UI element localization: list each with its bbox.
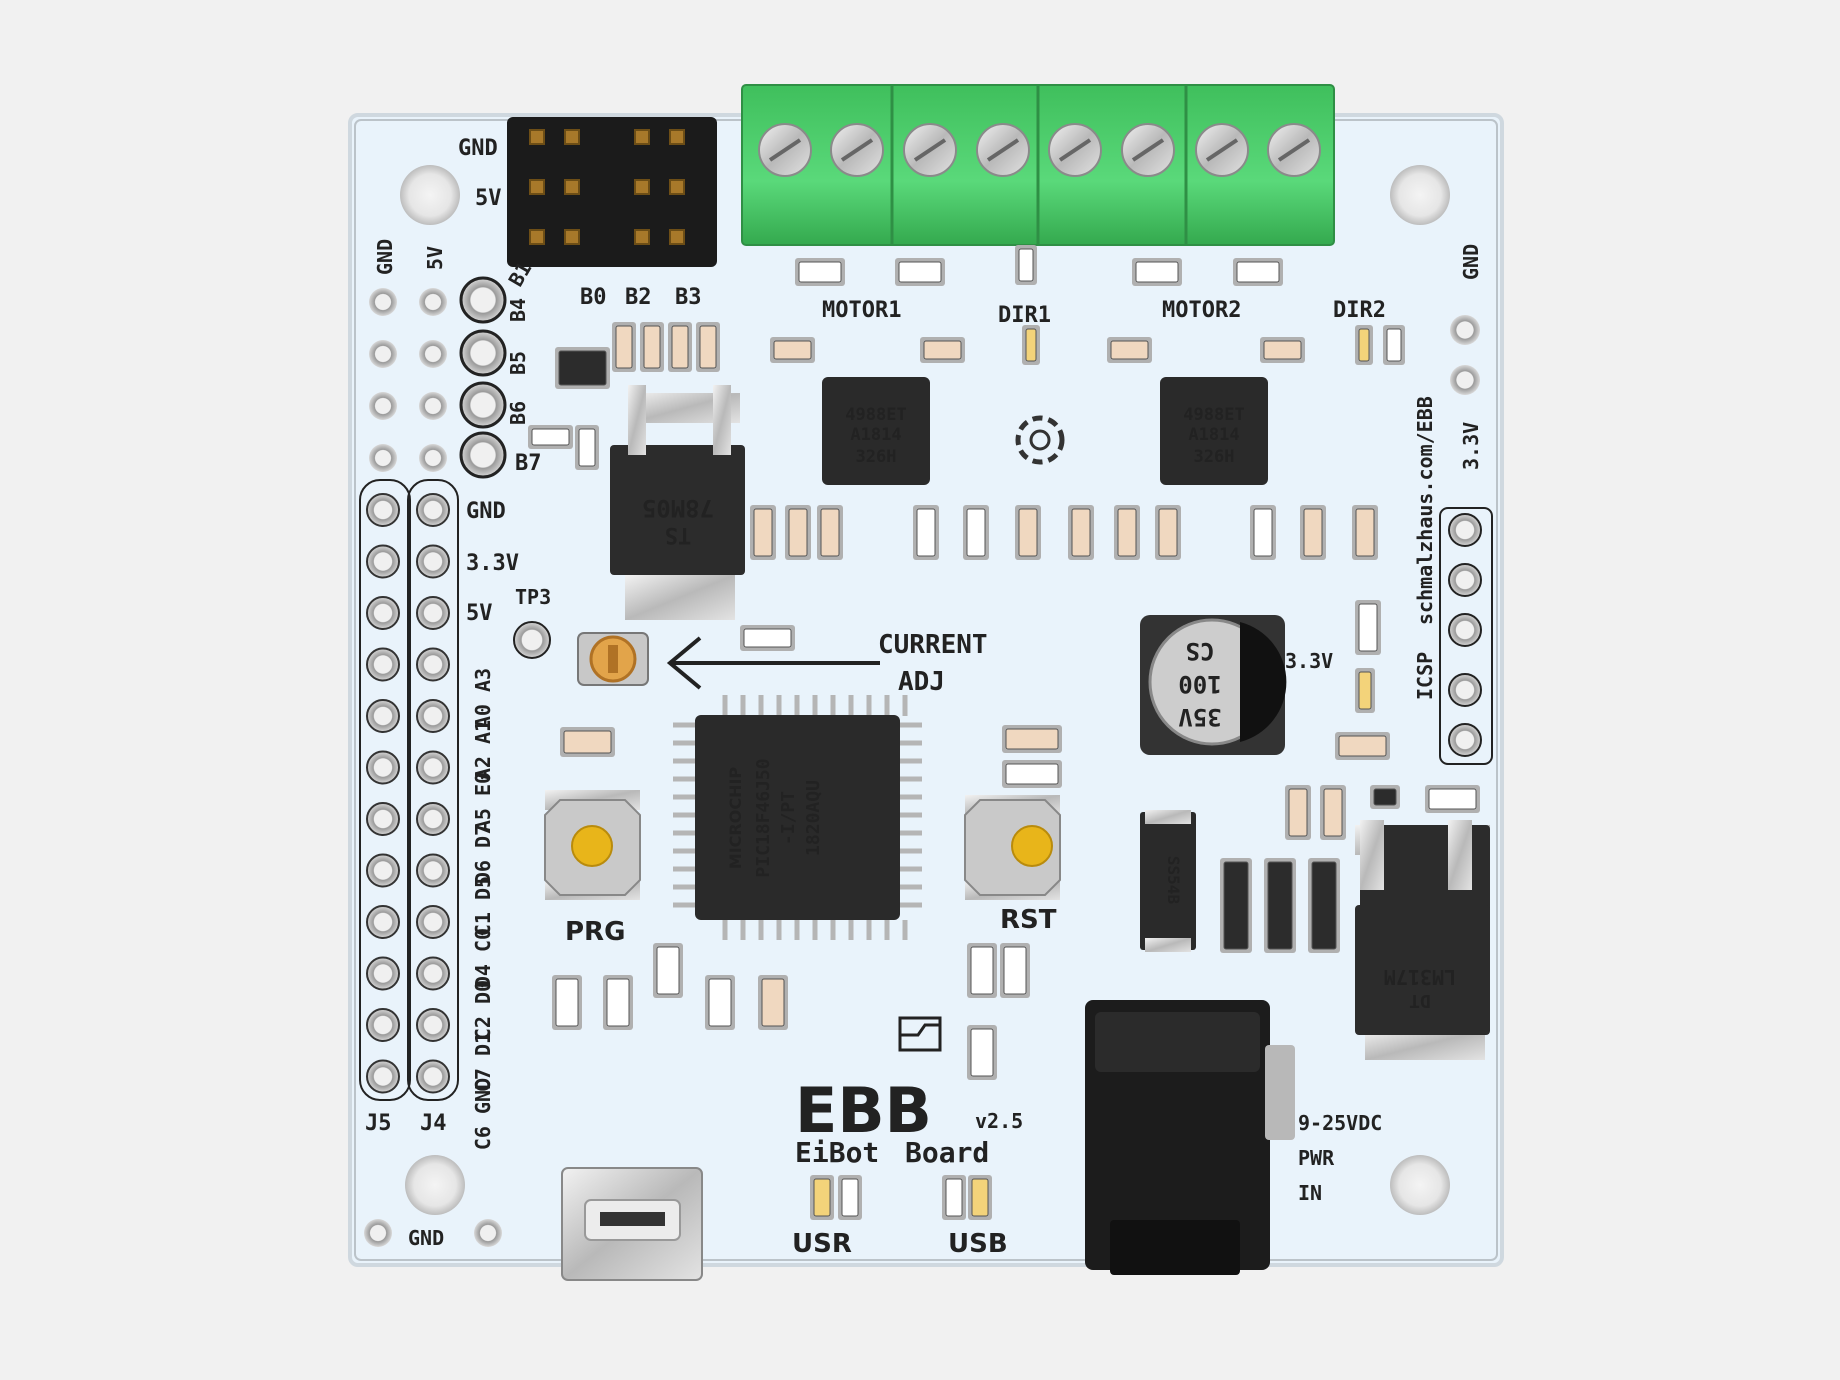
pin-label: A5 E0 (471, 772, 495, 832)
stepper-driver-1: 4988ET A1814 326H (822, 377, 930, 485)
dc-power-jack[interactable] (1085, 1000, 1295, 1275)
tp3-testpoint[interactable] (513, 621, 551, 659)
label-usr: USR (792, 1229, 852, 1259)
label-5v-j: 5V (466, 601, 493, 626)
label-b4: B4 (506, 298, 530, 322)
svg-text:326H: 326H (856, 447, 897, 467)
label-dir2: DIR2 (1333, 298, 1386, 323)
right-pads[interactable] (1439, 315, 1493, 765)
label-b5: B5 (506, 351, 530, 375)
label-33v-j: 3.3V (466, 551, 519, 576)
label-usb: USB (948, 1229, 1008, 1259)
stepper-driver-2: 4988ET A1814 326H (1160, 377, 1268, 485)
svg-text:PIC18F46J50: PIC18F46J50 (753, 758, 774, 877)
label-b2: B2 (625, 285, 652, 310)
label-rst: RST (1000, 905, 1057, 935)
svg-text:TS: TS (665, 522, 692, 547)
label-motor2: MOTOR2 (1162, 298, 1241, 323)
label-gnd-top: GND (458, 136, 498, 161)
rst-button[interactable] (964, 795, 1061, 900)
svg-text:-I/PT: -I/PT (778, 791, 799, 845)
label-5v-col: 5V (423, 246, 447, 270)
prg-button[interactable] (544, 790, 641, 900)
label-b7: B7 (515, 451, 542, 476)
label-current: CURRENT (878, 630, 988, 660)
pin-label: A0 A3 (471, 668, 495, 728)
regulator-78m05: 78M05 TS (610, 385, 745, 620)
svg-text:A1814: A1814 (1188, 425, 1239, 445)
label-j5: J5 (365, 1111, 392, 1136)
svg-text:78M05: 78M05 (642, 494, 714, 522)
label-dir1: DIR1 (998, 303, 1051, 328)
board-subtitle-2: Board (905, 1136, 989, 1169)
label-prg: PRG (565, 917, 625, 947)
svg-text:4988ET: 4988ET (1183, 405, 1244, 425)
label-adj: ADJ (898, 667, 945, 697)
pin-label: C7 D1 (471, 1032, 495, 1092)
gnd-pad[interactable] (474, 1219, 502, 1247)
mount-hole (405, 1155, 465, 1215)
pin-pads (366, 288, 450, 1094)
label-gnd-bottom: GND (408, 1226, 444, 1250)
board-subtitle-1: EiBot (795, 1136, 879, 1169)
flag-icon (898, 1016, 942, 1052)
label-33v-cap: 3.3V (1285, 649, 1333, 673)
label-tp3: TP3 (515, 585, 551, 609)
regulator-lm317: LM317M DT (1355, 820, 1490, 1060)
board-title: EBB (795, 1074, 932, 1147)
pin-label: C1 D5 (471, 876, 495, 936)
label-gnd-j: GND (466, 499, 506, 524)
pin-label: C2 D0 (471, 980, 495, 1040)
open-hardware-gear-icon (1015, 415, 1065, 465)
current-adj-arrow (666, 636, 880, 690)
header-j5[interactable] (359, 479, 459, 1101)
label-j4: J4 (420, 1111, 447, 1136)
mount-hole (1390, 1155, 1450, 1215)
smd-components (528, 245, 1480, 1220)
label-5v-top: 5V (475, 186, 502, 211)
pin-label: C6 GND (471, 1078, 495, 1150)
electrolytic-capacitor: 35V 100 CS (1140, 615, 1287, 755)
svg-text:326H: 326H (1194, 447, 1235, 467)
b-pin-pads[interactable] (459, 276, 507, 479)
label-b3: B3 (675, 285, 702, 310)
mount-hole (400, 165, 460, 225)
servo-pin-header[interactable] (507, 117, 717, 267)
svg-text:DT: DT (1409, 990, 1431, 1011)
diode-ss54b: SS54B (1140, 810, 1196, 952)
svg-text:LM317M: LM317M (1384, 965, 1456, 989)
svg-text:35V: 35V (1178, 703, 1221, 731)
current-adjust-potentiometer[interactable] (577, 632, 649, 686)
label-33v-right: 3.3V (1459, 422, 1483, 470)
svg-text:CS: CS (1186, 637, 1215, 665)
label-pwr: PWR (1298, 1146, 1335, 1170)
board-version: v2.5 (975, 1109, 1023, 1133)
svg-text:SS54B: SS54B (1164, 856, 1183, 905)
micro-usb-port[interactable] (561, 1167, 703, 1281)
svg-text:A1814: A1814 (850, 425, 901, 445)
pin-label: D6 D7 (471, 824, 495, 884)
svg-text:100: 100 (1178, 670, 1221, 698)
gnd-pad[interactable] (364, 1219, 392, 1247)
label-url: schmalzhaus.com/EBB (1413, 396, 1437, 625)
motor-screw-terminal[interactable] (741, 84, 1335, 246)
label-b6: B6 (506, 401, 530, 425)
label-motor1: MOTOR1 (822, 298, 901, 323)
label-gnd-col: GND (373, 239, 397, 275)
pin-label: D4 C0 (471, 928, 495, 988)
label-pwr-in: IN (1298, 1181, 1322, 1205)
mount-hole (1390, 165, 1450, 225)
label-b0: B0 (580, 285, 607, 310)
pin-label: A2 A1 (471, 720, 495, 780)
label-pwr-range: 9-25VDC (1298, 1111, 1382, 1135)
svg-text:4988ET: 4988ET (845, 405, 906, 425)
svg-text:1820AQU: 1820AQU (803, 780, 824, 856)
microcontroller-pic18f46j50: MICROCHIP PIC18F46J50 -I/PT 1820AQU (673, 695, 922, 940)
silkscreen: GND 5V B0 B2 B3 B1 B4 B5 B6 B7 GND 5V GN… (365, 136, 1483, 1259)
label-icsp: ICSP (1413, 652, 1437, 700)
svg-text:MICROCHIP: MICROCHIP (726, 767, 745, 870)
label-gnd-right: GND (1459, 244, 1483, 280)
